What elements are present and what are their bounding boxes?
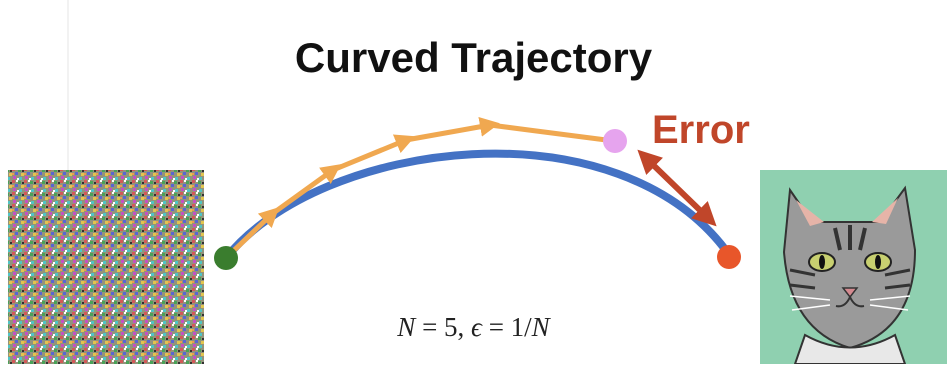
target-point [717,245,741,269]
error-label: Error [652,108,750,152]
step-segment-2 [269,164,342,217]
diagram-title: Curved Trajectory [294,34,653,81]
error-double-arrow [637,149,717,227]
step-segment-4 [403,116,500,143]
noise-image [8,170,204,364]
estimated-trajectory [223,116,617,261]
estimated-end-point [603,129,627,153]
cat-image [760,170,947,365]
formula-eq2: = 1/ [481,312,532,342]
formula-eq1: = 5, [415,312,472,342]
formula-n: N [397,312,416,342]
step-formula: N = 5, ϵ = 1/N [0,312,947,343]
step-segment-3 [330,134,416,173]
formula-epsilon: ϵ [471,312,482,342]
formula-n2: N [531,312,550,342]
step-segment-5 [487,122,617,144]
start-point [214,246,238,270]
